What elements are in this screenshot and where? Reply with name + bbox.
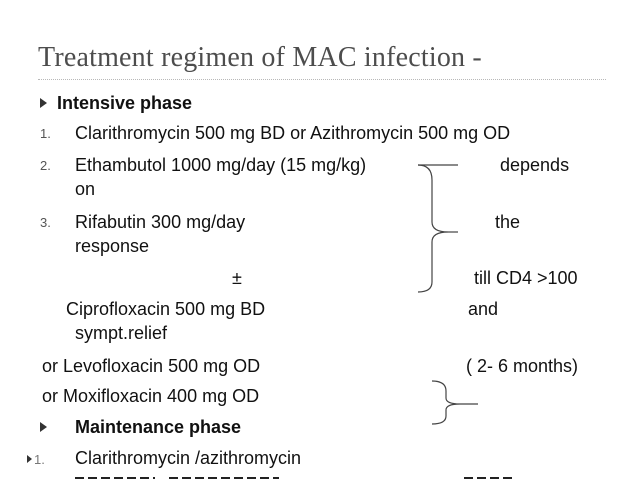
title-divider: [38, 79, 606, 80]
list-number: 2.: [40, 158, 51, 173]
list-item: Ethambutol 1000 mg/day (15 mg/kg): [75, 155, 367, 175]
list-number: 3.: [40, 215, 51, 230]
bullet-arrow-icon: [40, 422, 47, 432]
side-note-the: the: [495, 212, 521, 232]
alt-drug: Ciprofloxacin 500 mg BD: [66, 299, 266, 319]
list-item: Clarithromycin 500 mg BD or Azithromycin…: [75, 123, 511, 143]
maintenance-phase-heading: Maintenance phase: [75, 417, 242, 437]
cut-off-text-line: [75, 474, 595, 479]
small-brace: [431, 380, 461, 425]
list-item-wrap: response: [75, 236, 150, 256]
bullet-arrow-icon: [27, 455, 32, 463]
intensive-phase-heading: Intensive phase: [57, 93, 193, 113]
side-note-and: and: [468, 299, 499, 319]
alt-drug: or Moxifloxacin 400 mg OD: [42, 386, 260, 406]
list-number: 1.: [34, 452, 45, 467]
side-note-sympt: sympt.relief: [75, 323, 168, 343]
alt-drug: or Levofloxacin 500 mg OD: [42, 356, 261, 376]
large-brace: [417, 164, 449, 293]
side-note-till: till CD4 >100: [474, 268, 578, 288]
slide-title: Treatment regimen of MAC infection -: [38, 42, 482, 73]
side-note-depends: depends: [500, 155, 570, 175]
side-note-duration: ( 2- 6 months): [466, 356, 579, 376]
bullet-arrow-icon: [40, 98, 47, 108]
list-item-wrap: on: [75, 179, 96, 199]
list-item: Clarithromycin /azithromycin: [75, 448, 302, 468]
list-number: 1.: [40, 126, 51, 141]
plus-minus-symbol: ±: [232, 268, 242, 288]
list-item: Rifabutin 300 mg/day: [75, 212, 246, 232]
